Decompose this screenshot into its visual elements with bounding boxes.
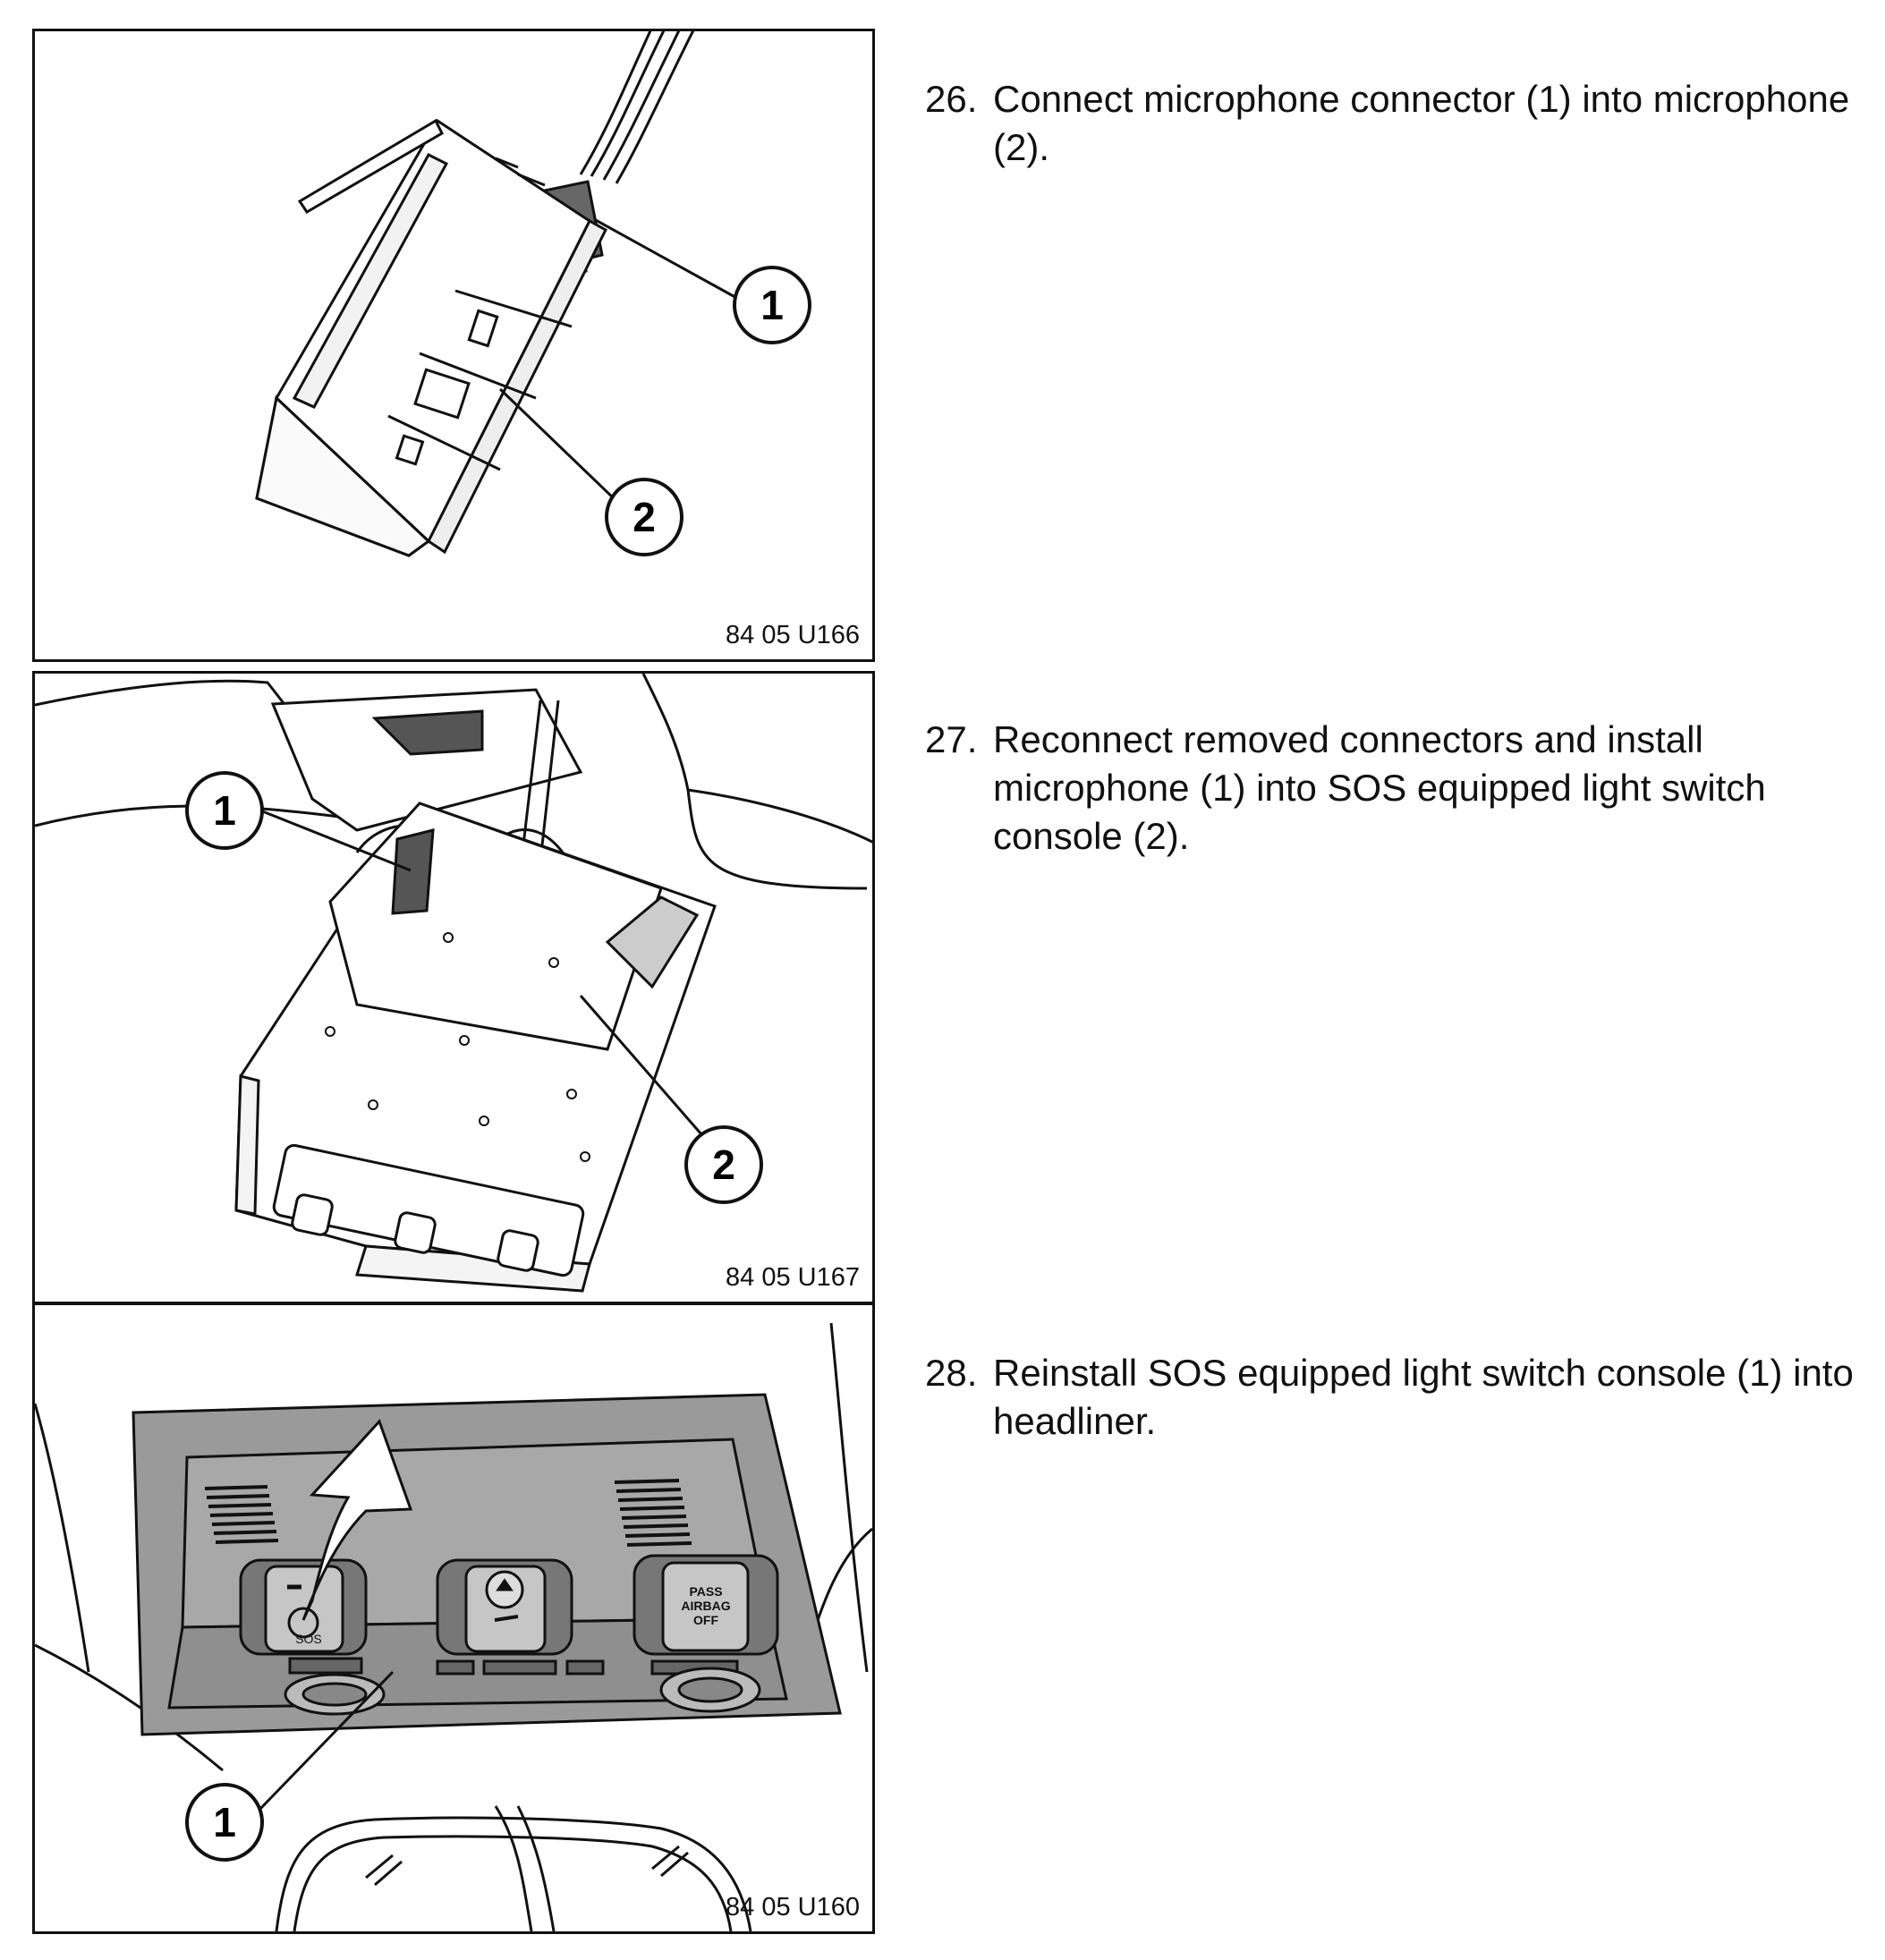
figure-panel-2: 1 2 84 05 U167 xyxy=(32,671,875,1304)
svg-text:OFF: OFF xyxy=(693,1613,718,1627)
speaker-grille-left xyxy=(204,1485,279,1544)
step-text: Reinstall SOS equipped light switch cons… xyxy=(993,1352,1854,1442)
svg-text:SOS: SOS xyxy=(295,1632,322,1646)
step-number: 28. xyxy=(925,1352,978,1394)
step-26: 26. Connect microphone connector (1) int… xyxy=(925,75,1864,172)
passenger-airbag-indicator: PASS AIRBAG OFF xyxy=(633,1554,779,1656)
figure-panel-3: SOS PASS AIRBAG OFF xyxy=(32,1302,875,1934)
callout-2: 2 xyxy=(605,478,684,556)
svg-text:1: 1 xyxy=(213,1799,236,1845)
figure-panel-1: 1 2 84 05 U166 xyxy=(32,29,875,662)
microphone-illustration: 1 2 xyxy=(255,31,811,557)
sos-button: SOS xyxy=(239,1558,368,1656)
light-switch-console xyxy=(234,802,717,1293)
figure-code: 84 05 U167 xyxy=(726,1263,860,1292)
step-text: Connect microphone connector (1) into mi… xyxy=(993,78,1850,168)
figure-code: 84 05 U160 xyxy=(726,1893,860,1922)
console-back-illustration: 1 2 xyxy=(35,674,872,1293)
step-text: Reconnect removed connectors and install… xyxy=(993,718,1766,857)
microphone-body xyxy=(255,118,607,557)
interior-light-button xyxy=(436,1558,573,1656)
callout-1: 1 xyxy=(185,771,264,850)
figure-code: 84 05 U166 xyxy=(726,621,860,649)
microphone xyxy=(391,828,435,915)
callout-1: 1 xyxy=(733,266,811,344)
step-number: 27. xyxy=(925,718,978,760)
speaker-grille-right xyxy=(614,1479,692,1547)
step-28: 28. Reinstall SOS equipped light switch … xyxy=(925,1349,1864,1446)
step-number: 26. xyxy=(925,78,978,120)
console-install-illustration: SOS PASS AIRBAG OFF xyxy=(35,1322,872,1931)
step-27: 27. Reconnect removed connectors and ins… xyxy=(925,716,1864,861)
svg-text:1: 1 xyxy=(213,787,236,834)
install-direction-arrow xyxy=(301,1419,413,1621)
svg-text:2: 2 xyxy=(633,494,656,540)
callout-1: 1 xyxy=(185,1783,264,1862)
callout-2: 2 xyxy=(684,1125,763,1204)
svg-text:PASS: PASS xyxy=(689,1584,722,1599)
svg-text:1: 1 xyxy=(760,282,784,328)
svg-text:AIRBAG: AIRBAG xyxy=(681,1599,730,1613)
svg-text:2: 2 xyxy=(712,1141,735,1188)
